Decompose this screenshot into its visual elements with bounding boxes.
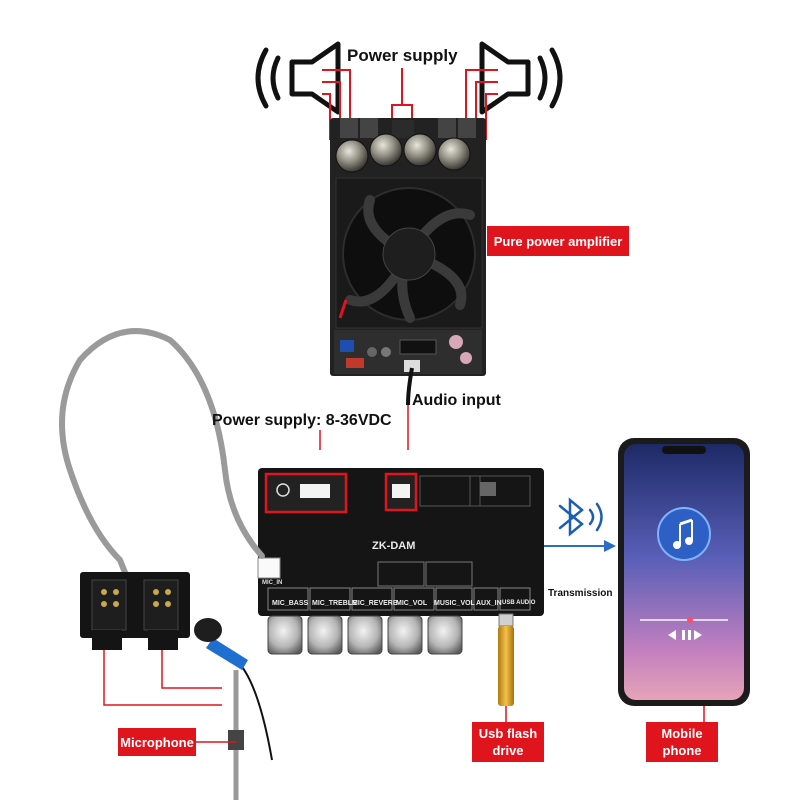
knob-labels: MIC_BASS MIC_TREBLE MIC_REVERB MIC_VOL M… [268,600,548,612]
microphone-text: Microphone [120,734,194,750]
board-side-label: MIC_IN [262,580,283,586]
knob-label-mic-treble: MIC_TREBLE [312,600,357,607]
audio-input-label: Audio input [412,392,501,409]
power-supply-top-label: Power supply [347,46,458,65]
power-amplifier-board [330,118,486,376]
knob-row [267,615,463,655]
microphone-label: Microphone [118,728,196,756]
usb-flash-drive-icon [498,613,514,722]
usb-flash-drive-label: Usb flash drive [472,722,544,762]
knob-label-mic-vol: MIC_VOL [396,600,428,607]
microphone-leaders [103,650,236,743]
microphone-icon [194,618,273,800]
zk-dam-board [257,468,544,655]
mic-jack-block [80,572,190,650]
port-label-aux-in: AUX_IN [476,600,502,607]
pure-power-amplifier-text: Pure power amplifier [493,233,623,249]
knob-label-mic-bass: MIC_BASS [272,600,309,607]
bluetooth-icon [558,497,603,537]
board-model: ZK-DAM [372,540,416,552]
music-note-icon [673,518,693,549]
knob-label-music-vol: MUSIC_VOL [434,600,475,607]
speaker-left-icon [255,41,341,115]
mobile-phone [618,438,750,724]
mobile-phone-text-2: phone [662,743,702,758]
transmission-label: Transmission [548,588,613,599]
transmission-arrow [544,540,616,552]
mobile-phone-text-1: Mobile [661,726,703,741]
audio-input-cable [406,367,414,406]
microphone-cable [59,328,265,593]
usb-flash-drive-text-1: Usb flash [478,726,538,741]
power-supply-dc-label: Power supply: 8-36VDC [212,412,392,429]
mobile-phone-label: Mobile phone [646,722,718,762]
knob-label-mic-reverb: MIC_REVERB [352,600,398,607]
port-label-usb-audio: USB AUDIO [502,600,536,606]
usb-flash-drive-text-2: drive [492,743,524,758]
pure-power-amplifier-label: Pure power amplifier [487,226,629,256]
speaker-right-icon [479,41,563,115]
